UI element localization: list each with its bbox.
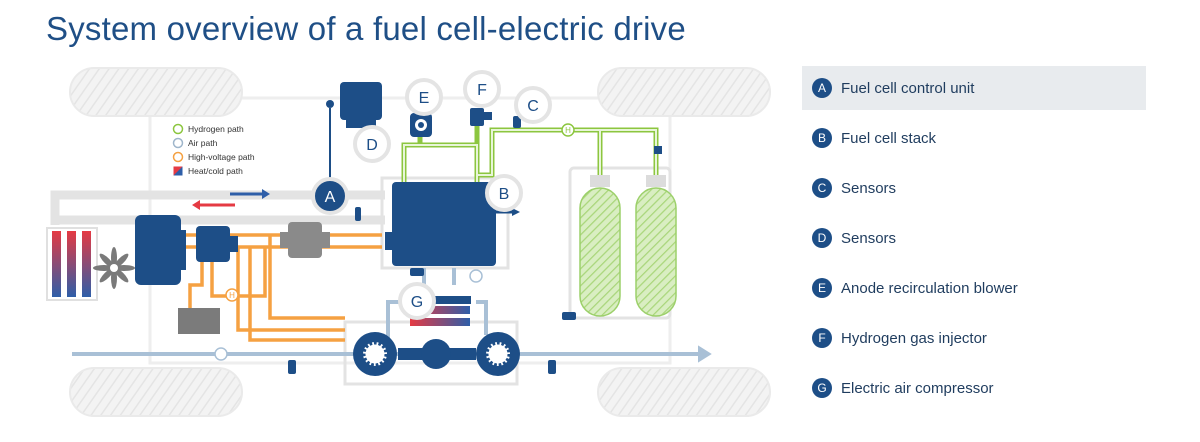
wheel-front-right xyxy=(69,367,243,417)
svg-text:Hydrogen path: Hydrogen path xyxy=(188,124,244,134)
component-badge: C xyxy=(812,178,832,198)
component-item-c[interactable]: C Sensors xyxy=(802,166,1146,210)
diagram-marker-d[interactable]: D xyxy=(353,125,391,163)
component-list: A Fuel cell control unit B Fuel cell sta… xyxy=(802,66,1146,416)
component-item-g[interactable]: G Electric air compressor xyxy=(802,366,1146,410)
svg-text:Heat/cold path: Heat/cold path xyxy=(188,166,243,176)
sensor-c-icon xyxy=(513,116,521,128)
diagram-marker-a[interactable]: A xyxy=(311,177,349,215)
component-badge: A xyxy=(812,78,832,98)
component-item-f[interactable]: F Hydrogen gas injector xyxy=(802,316,1146,360)
component-label: Electric air compressor xyxy=(841,379,994,397)
component-label: Fuel cell stack xyxy=(841,129,937,147)
svg-text:D: D xyxy=(366,137,378,154)
component-item-a[interactable]: A Fuel cell control unit xyxy=(802,66,1146,110)
hydrogen-injector-icon xyxy=(470,108,492,126)
svg-text:H: H xyxy=(229,291,235,300)
air-compressor xyxy=(353,296,520,376)
component-label: Hydrogen gas injector xyxy=(841,329,987,347)
svg-text:H: H xyxy=(565,126,571,135)
svg-text:G: G xyxy=(411,294,423,311)
control-unit xyxy=(326,82,382,184)
svg-text:C: C xyxy=(527,98,539,115)
hydrogen-path-inner xyxy=(403,129,657,184)
electric-motor xyxy=(135,215,181,285)
system-diagram: H H xyxy=(46,67,771,417)
legend-item-heat-cold: Heat/cold path xyxy=(173,166,243,176)
dc-dc-converter xyxy=(288,222,322,258)
power-electronics xyxy=(196,226,230,262)
anode-blower-icon xyxy=(410,113,432,137)
drive-components xyxy=(135,215,330,334)
wheel-rear-right xyxy=(597,367,771,417)
hydrogen-path-marker: H xyxy=(561,123,575,137)
battery xyxy=(178,308,220,334)
component-badge: G xyxy=(812,378,832,398)
wheel-front-left xyxy=(69,67,243,117)
component-badge: F xyxy=(812,328,832,348)
svg-text:A: A xyxy=(325,189,336,206)
svg-text:Air path: Air path xyxy=(188,138,218,148)
component-label: Sensors xyxy=(841,179,897,197)
component-badge: B xyxy=(812,128,832,148)
radiator xyxy=(46,227,98,301)
svg-text:B: B xyxy=(499,186,510,203)
high-voltage-marker: H xyxy=(225,288,239,302)
legend-item-air: Air path xyxy=(172,137,218,149)
component-item-e[interactable]: E Anode recirculation blower xyxy=(802,266,1146,310)
diagram-marker-e[interactable]: E xyxy=(405,78,443,116)
diagram-marker-f[interactable]: F xyxy=(463,70,501,108)
hydrogen-path xyxy=(401,126,659,184)
component-badge: D xyxy=(812,228,832,248)
page-title: System overview of a fuel cell-electric … xyxy=(46,10,686,47)
fan-icon xyxy=(93,247,135,289)
component-label: Anode recirculation blower xyxy=(841,279,1018,297)
small-sensors xyxy=(288,146,662,374)
diagram-marker-c[interactable]: C xyxy=(514,86,552,124)
component-label: Sensors xyxy=(841,229,897,247)
diagram-marker-b[interactable]: B xyxy=(485,174,523,212)
component-badge: E xyxy=(812,278,832,298)
air-path-marker xyxy=(214,269,483,361)
diagram-marker-g[interactable]: G xyxy=(398,282,436,320)
legend-item-hydrogen: Hydrogen path xyxy=(172,123,244,135)
wheels xyxy=(69,67,771,417)
component-label: Fuel cell control unit xyxy=(841,79,975,97)
component-item-d[interactable]: D Sensors xyxy=(802,216,1146,260)
wheel-rear-left xyxy=(597,67,771,117)
component-item-b[interactable]: B Fuel cell stack xyxy=(802,116,1146,160)
hydrogen-tanks xyxy=(579,175,677,317)
legend-item-high-voltage: High-voltage path xyxy=(172,151,255,163)
heat-cold-arrows xyxy=(192,189,270,210)
svg-text:E: E xyxy=(419,90,430,107)
legend: Hydrogen path Air path High-voltage path… xyxy=(172,123,255,176)
svg-text:F: F xyxy=(477,82,487,99)
svg-text:High-voltage path: High-voltage path xyxy=(188,152,255,162)
